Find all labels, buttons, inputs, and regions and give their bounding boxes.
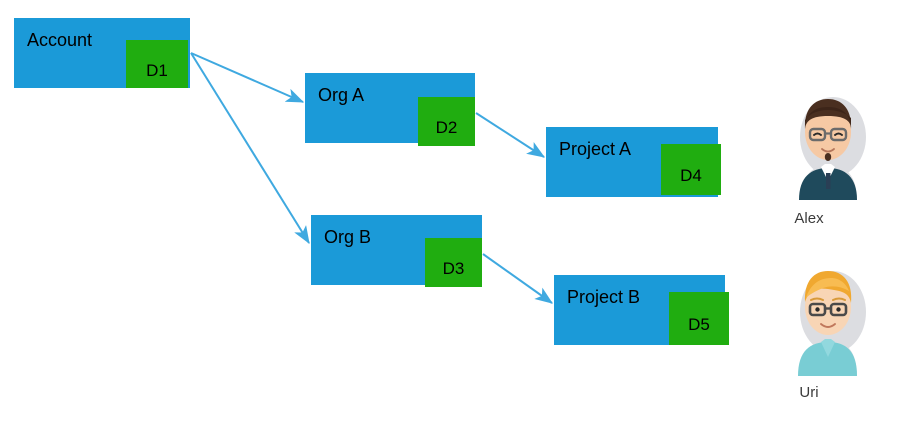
badge-d5[interactable]: D5 (669, 292, 729, 345)
node-label-project-b: Project B (567, 287, 641, 307)
node-label-account: Account (27, 30, 93, 50)
avatar-name-uri: Uri (799, 384, 819, 401)
avatar-alex (783, 85, 875, 200)
edge-org-b-to-project-b (482, 253, 553, 304)
badge-d2[interactable]: D2 (418, 97, 475, 146)
badge-label: D1 (146, 60, 168, 80)
avatar-uri (783, 258, 875, 376)
badge-label: D2 (435, 118, 458, 137)
node-label-project-a: Project A (559, 139, 632, 159)
badge-label: D4 (680, 166, 702, 185)
badge-label: D3 (442, 259, 465, 278)
avatar-name-alex: Alex (794, 210, 824, 227)
edge-account-to-org-b (190, 52, 310, 245)
badge-label: D5 (688, 315, 710, 334)
edge-account-to-org-a (190, 52, 305, 103)
node-label-org-a: Org A (318, 85, 365, 105)
node-label-org-b: Org B (324, 227, 372, 247)
badge-d4[interactable]: D4 (661, 144, 721, 195)
badge-d3[interactable]: D3 (425, 238, 482, 287)
edge-org-a-to-project-a (475, 112, 546, 158)
badge-d1[interactable]: D1 (126, 40, 188, 88)
